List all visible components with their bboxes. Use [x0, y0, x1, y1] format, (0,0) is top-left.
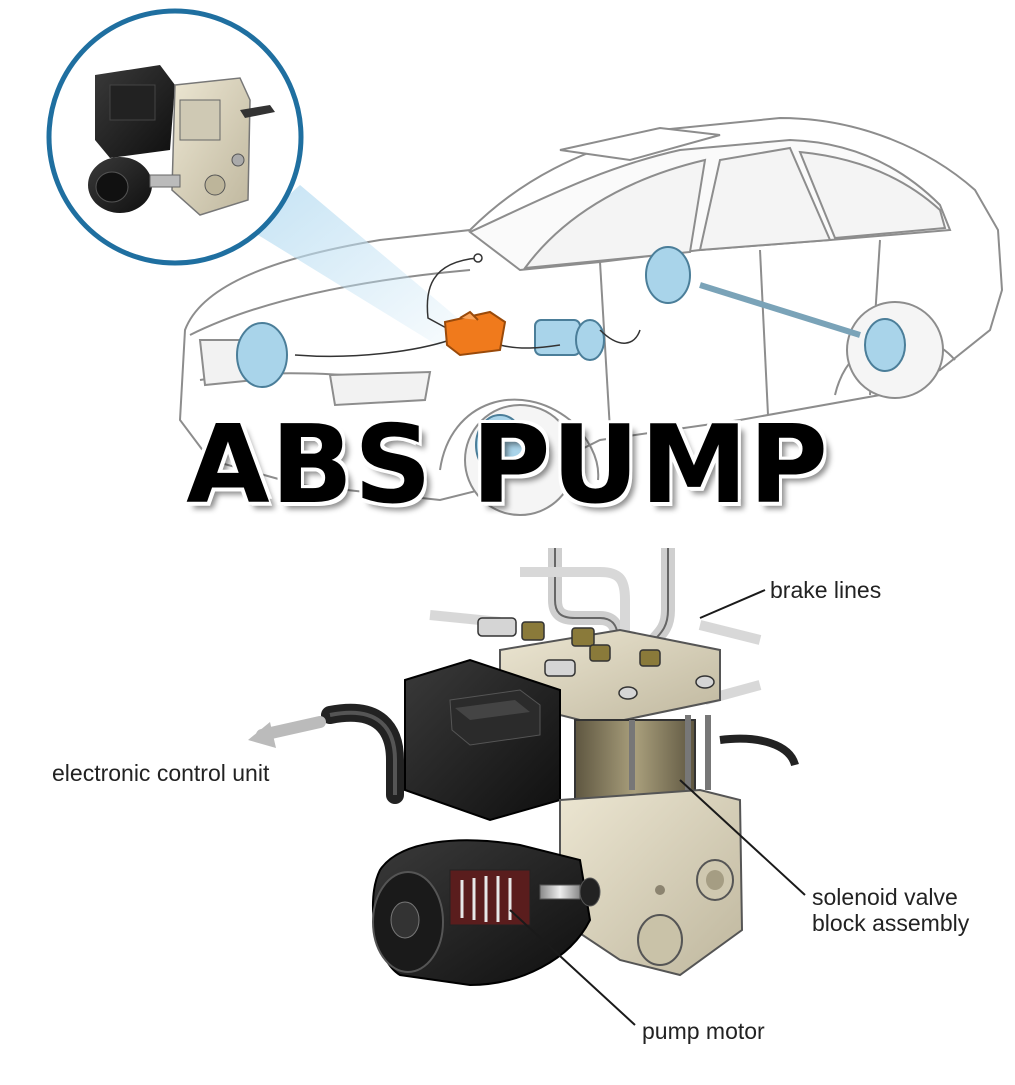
pump-detail: [321, 548, 799, 987]
car-outline: [178, 116, 1004, 516]
brake-components: [236, 246, 906, 476]
sensor-dot: [473, 253, 483, 263]
brake-line-wires: [294, 257, 641, 358]
ecu-arrow: [248, 716, 326, 748]
label-solenoid-valve-block: solenoid valve block assembly: [812, 884, 969, 936]
label-electronic-control-unit: electronic control unit: [52, 760, 270, 786]
label-solenoid-line1: solenoid valve: [812, 884, 958, 910]
inset-circle: [46, 8, 304, 266]
label-pump-motor: pump motor: [642, 1018, 765, 1044]
callout-beam: [250, 185, 460, 350]
page-title: ABS PUMP: [186, 403, 829, 528]
label-brake-lines: brake lines: [770, 577, 882, 603]
abs-unit-highlight: [443, 310, 507, 357]
leader-lines: [509, 589, 806, 1026]
label-solenoid-line2: block assembly: [812, 910, 970, 936]
